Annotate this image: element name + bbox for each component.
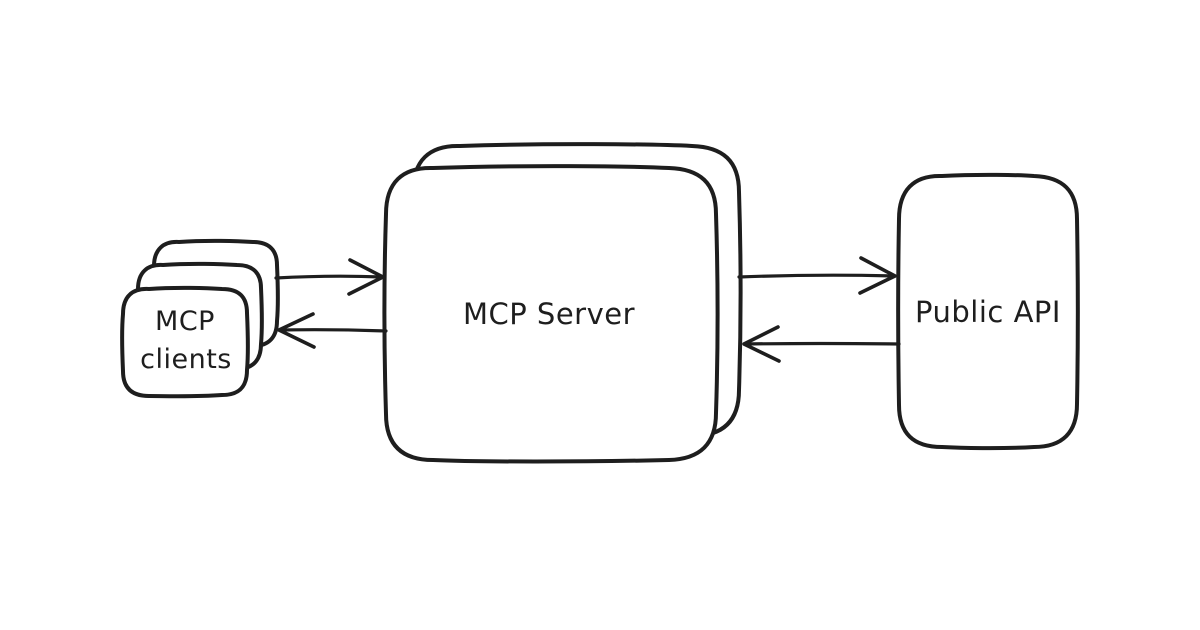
edge-api-to-server-shaft: [742, 341, 901, 346]
edge-server-to-api-arrowhead-icon: [858, 256, 897, 295]
edge-server-to-api: [737, 256, 897, 295]
edge-clients-to-server-shaft: [274, 274, 385, 280]
edge-api-to-server: [742, 325, 901, 363]
edge-clients-to-server: [274, 258, 385, 296]
server-label: MCP Server: [463, 297, 635, 331]
edge-server-to-clients-arrowhead-icon: [277, 312, 316, 349]
edge-api-to-server-arrowhead-icon: [742, 325, 781, 363]
node-mcp-server: MCP Server: [382, 142, 743, 464]
edge-server-to-clients: [277, 312, 388, 349]
clients-label-line1: MCP: [155, 306, 215, 337]
edge-clients-to-server-arrowhead-icon: [347, 258, 385, 296]
clients-label-line2: clients: [140, 344, 232, 375]
edge-server-to-clients-shaft: [277, 328, 388, 333]
api-label: Public API: [915, 295, 1061, 329]
api-card: [896, 172, 1080, 451]
node-mcp-clients: MCP clients: [120, 238, 280, 399]
server-card-front: [382, 164, 720, 464]
clients-card-front: [120, 285, 250, 399]
edge-server-to-api-shaft: [737, 273, 897, 279]
node-public-api: Public API: [896, 172, 1080, 451]
